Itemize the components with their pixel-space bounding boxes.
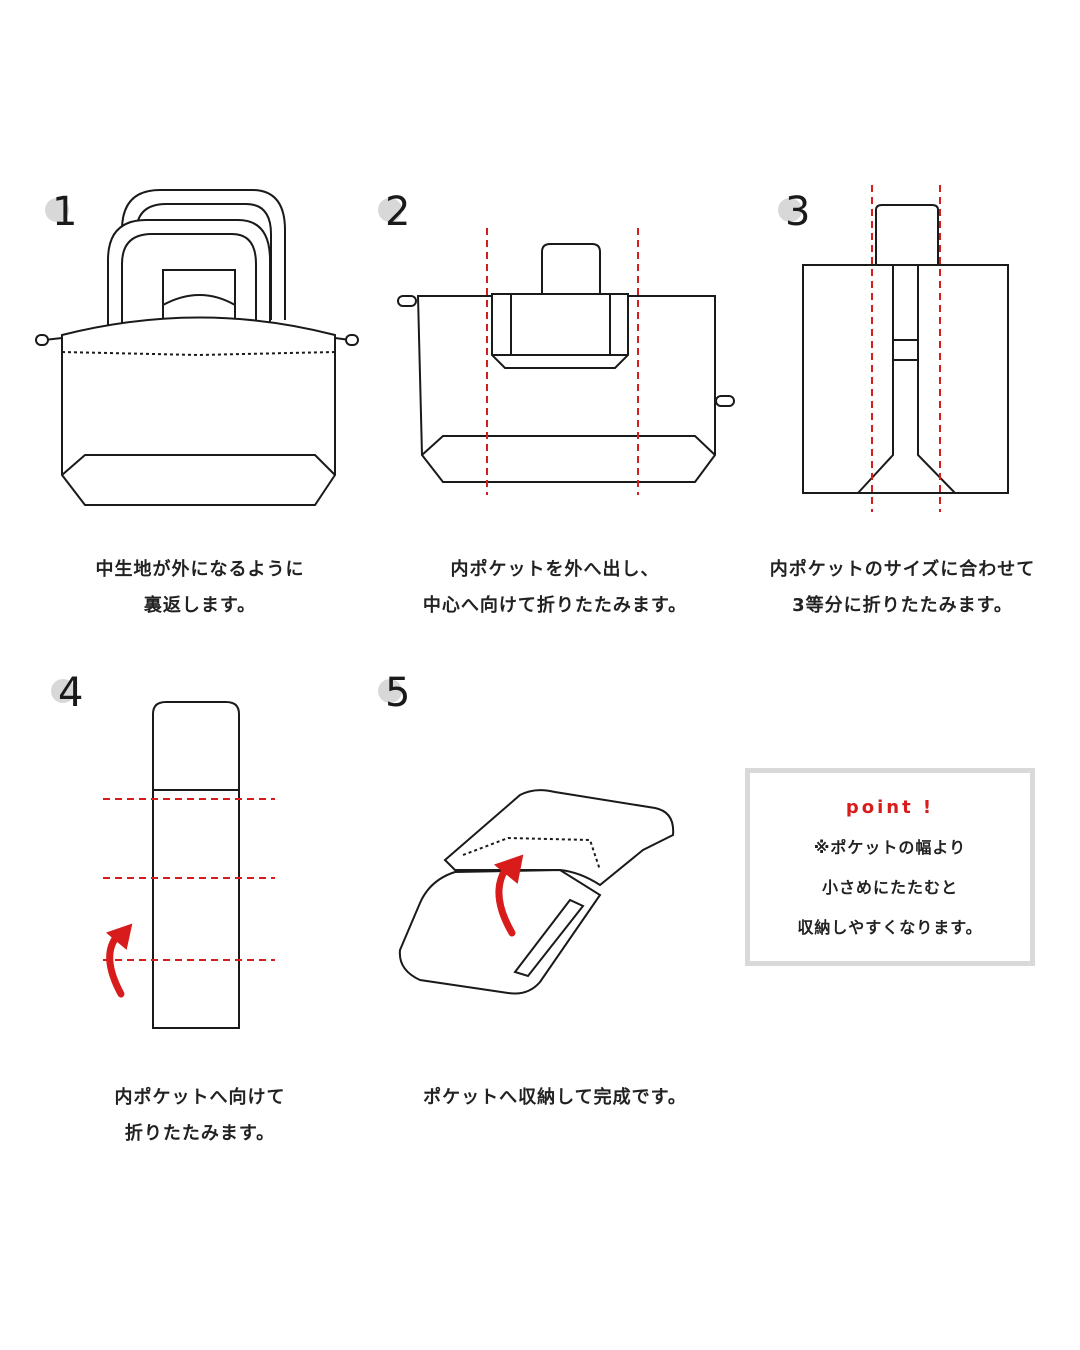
step-4-caption-line-1: 内ポケットへ向けて [114,1087,286,1108]
step-1-illustration [35,189,359,506]
step-5-caption: ポケットへ収納して完成です。 [395,1080,715,1116]
step-5-illustration [398,789,675,995]
step-3-caption-line-1: 内ポケットのサイズに合わせて [769,559,1036,580]
step-4-illustration [103,701,275,1029]
step-1-caption-line-1: 中生地が外になるように [95,559,305,580]
step-2-caption-line-2: 中心へ向けて折りたたみます。 [422,595,688,616]
step-4-caption: 内ポケットへ向けて 折りたたみます。 [70,1080,330,1152]
step-3-caption: 内ポケットのサイズに合わせて 3等分に折りたたみます。 [740,552,1065,624]
point-box: point ! ※ポケットの幅より 小さめにたたむと 収納しやすくなります。 [745,768,1035,966]
step-2-caption-line-1: 内ポケットを外へ出し、 [450,559,660,580]
point-line-2: 小さめにたたむと [821,878,958,897]
step-2-caption: 内ポケットを外へ出し、 中心へ向けて折りたたみます。 [395,552,715,624]
step-5-caption-line-1: ポケットへ収納して完成です。 [423,1087,687,1108]
step-1-caption-line-2: 裏返します。 [143,595,257,616]
step-1-number: 1 [44,189,78,235]
step-4-caption-line-2: 折りたたみます。 [124,1123,276,1144]
step-3-illustration [802,185,1009,512]
point-title: point ! [845,797,935,818]
point-line-1: ※ポケットの幅より [813,838,967,857]
step-1-caption: 中生地が外になるように 裏返します。 [60,552,340,624]
step-2-illustration [397,228,735,495]
step-3-caption-line-2: 3等分に折りたたみます。 [792,595,1013,616]
point-line-3: 収納しやすくなります。 [797,918,983,937]
